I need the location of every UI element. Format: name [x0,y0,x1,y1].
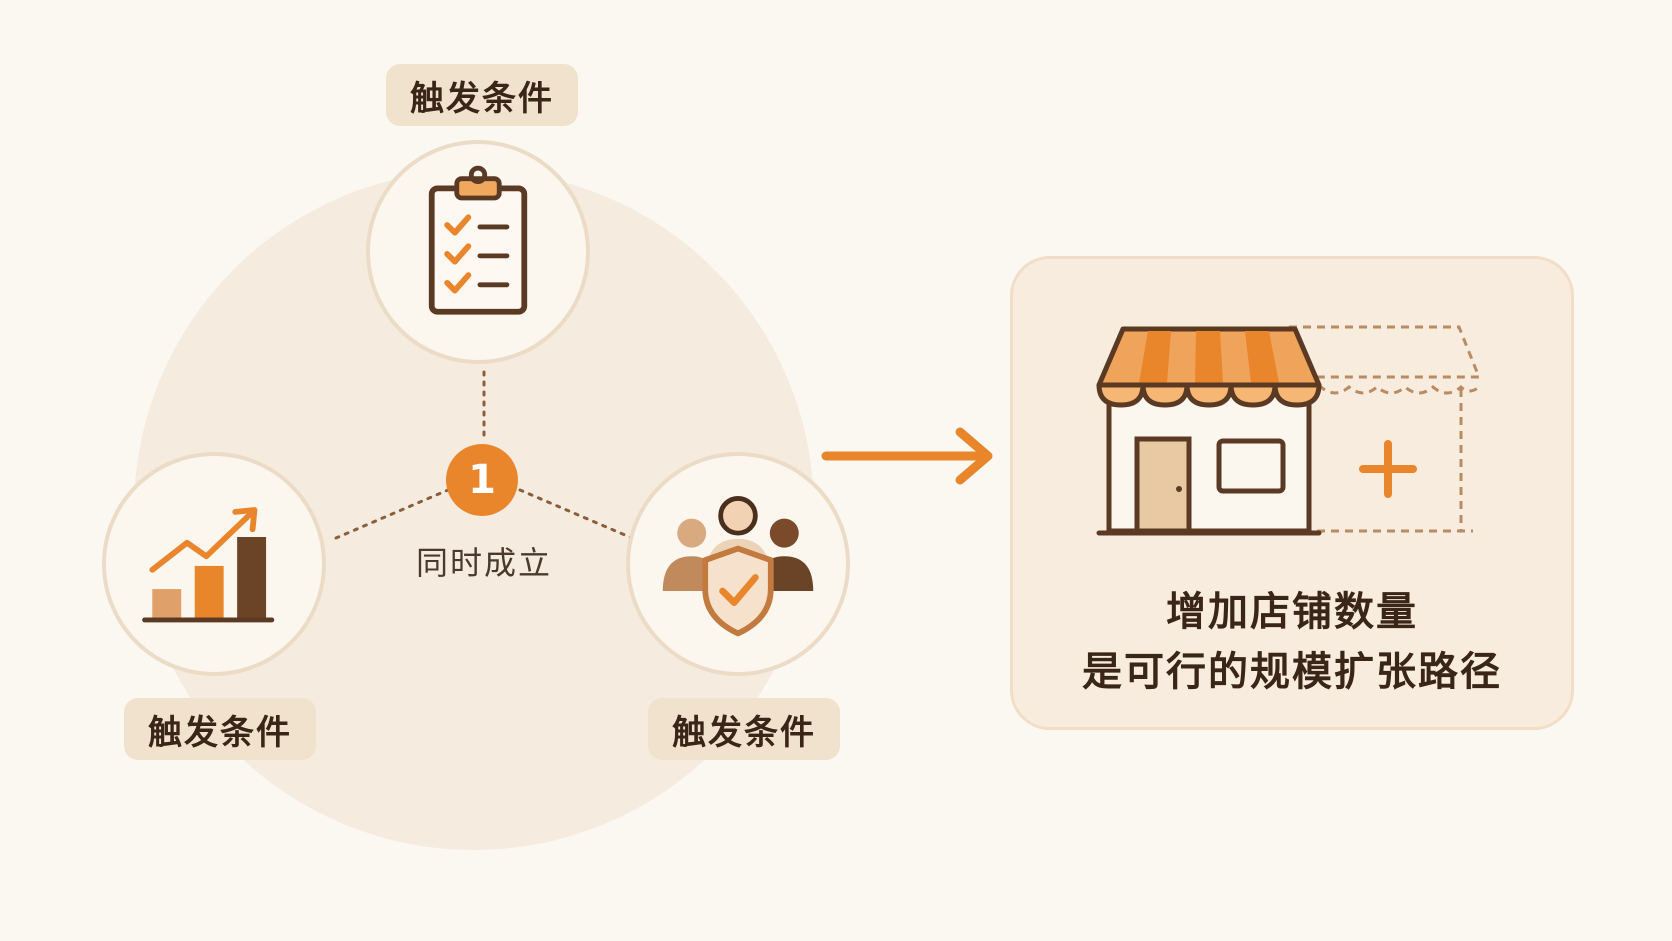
conclusion-card: 增加店铺数量 是可行的规模扩张路径 [1010,256,1574,730]
step-badge: 1 [446,444,518,516]
condition-node-right [626,452,850,676]
condition-label-left: 触发条件 [124,698,316,760]
team-shield-icon [662,496,814,637]
store-expansion-icon [1096,325,1482,536]
conclusion-line-1: 增加店铺数量 [1166,589,1418,635]
conclusion-line-2: 是可行的规模扩张路径 [1082,649,1502,695]
condition-label-top: 触发条件 [386,64,578,126]
condition-node-left [102,452,326,676]
growth-bar-chart-icon [142,507,275,623]
simultaneous-text: 同时成立 [415,544,552,582]
clipboard-checklist-icon [428,165,528,315]
condition-node-top [366,140,590,364]
condition-label-right: 触发条件 [648,698,840,760]
arrow-right-icon [821,427,993,485]
